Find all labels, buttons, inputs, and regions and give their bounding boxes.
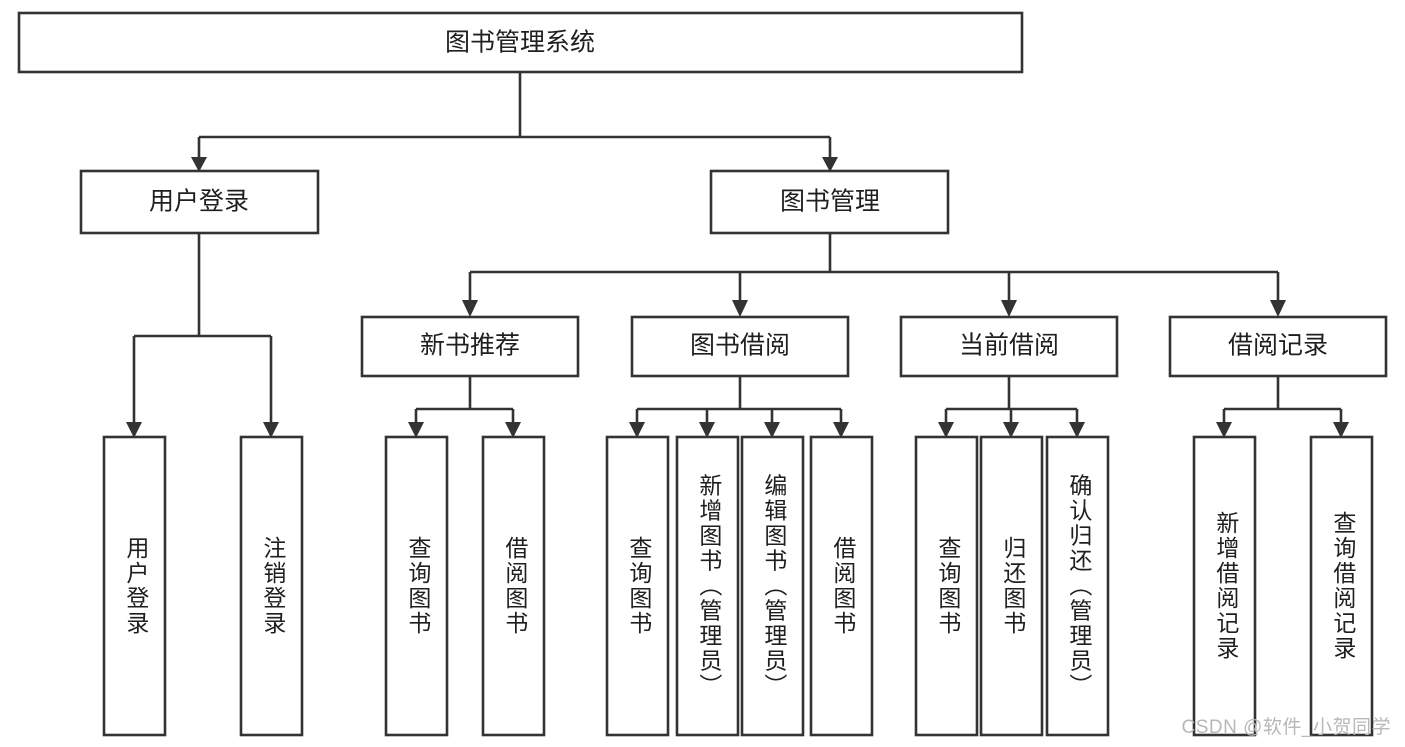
arrow-to-leaf-add-book-admin: [699, 422, 715, 438]
arrow-to-borrow-record: [1270, 300, 1286, 317]
node-leaf-return-book[interactable]: 归还图书: [979, 435, 1044, 737]
node-leaf-add-book-admin[interactable]: 新增图书（管理员）: [675, 435, 740, 737]
edge-current-borrow-bus: [944, 376, 1079, 423]
node-book-management[interactable]: 图书管理: [709, 169, 950, 235]
node-leaf-user-login-label: 用户登录: [123, 536, 150, 636]
node-book-management-label: 图书管理: [780, 188, 880, 216]
node-book-borrow-label: 图书借阅: [690, 332, 790, 360]
arrow-to-user-login: [191, 157, 207, 172]
arrow-to-leaf-query-borrow-record: [1333, 422, 1349, 438]
node-new-book-recommend-label: 新书推荐: [420, 332, 520, 360]
node-leaf-query-borrow-record-label: 查询借阅记录: [1330, 511, 1357, 661]
edge-borrow-record-bus: [1222, 376, 1343, 423]
node-root-label: 图书管理系统: [445, 29, 595, 57]
node-leaf-logout-login[interactable]: 注销登录: [239, 435, 304, 737]
node-current-borrow[interactable]: 当前借阅: [899, 315, 1119, 378]
node-leaf-query-book-2-label: 查询图书: [626, 536, 653, 636]
arrow-to-current-borrow: [1001, 300, 1017, 317]
arrow-to-leaf-confirm-return-admin: [1069, 422, 1085, 438]
node-leaf-borrow-book-1[interactable]: 借阅图书: [481, 435, 546, 737]
node-leaf-query-borrow-record[interactable]: 查询借阅记录: [1309, 435, 1374, 737]
edge-book-borrow-bus: [635, 376, 843, 423]
node-leaf-confirm-return-admin[interactable]: 确认归还（管理员）: [1045, 435, 1110, 737]
node-book-borrow[interactable]: 图书借阅: [630, 315, 850, 378]
arrow-to-leaf-edit-book-admin: [764, 422, 780, 438]
node-leaf-query-book-2[interactable]: 查询图书: [605, 435, 670, 737]
node-leaf-query-book-1-label: 查询图书: [405, 536, 432, 636]
nodes-layer: 图书管理系统 用户登录 图书管理 新书推荐 图书借阅: [17, 11, 1388, 737]
node-leaf-logout-login-label: 注销登录: [260, 536, 287, 636]
node-borrow-record-label: 借阅记录: [1228, 332, 1328, 360]
arrow-to-book-management: [822, 157, 838, 172]
arrow-to-book-borrow: [732, 300, 748, 317]
node-leaf-edit-book-admin-label: 编辑图书（管理员）: [761, 474, 788, 699]
arrow-to-leaf-add-borrow-record: [1216, 422, 1232, 438]
arrow-to-leaf-borrow-book-1: [505, 422, 521, 438]
node-user-login-label: 用户登录: [149, 188, 249, 216]
node-root[interactable]: 图书管理系统: [17, 11, 1024, 74]
arrow-to-leaf-query-book-3: [938, 422, 954, 438]
node-borrow-record[interactable]: 借阅记录: [1168, 315, 1388, 378]
node-current-borrow-label: 当前借阅: [959, 332, 1059, 360]
node-leaf-confirm-return-admin-label: 确认归还（管理员）: [1066, 474, 1093, 699]
node-leaf-edit-book-admin[interactable]: 编辑图书（管理员）: [740, 435, 805, 737]
edge-user-login-bus: [132, 233, 273, 423]
arrow-to-leaf-user-login: [126, 422, 142, 438]
node-leaf-query-book-3-label: 查询图书: [935, 536, 962, 636]
node-leaf-query-book-3[interactable]: 查询图书: [914, 435, 979, 737]
node-leaf-user-login[interactable]: 用户登录: [102, 435, 167, 737]
edge-book-management-bus: [468, 233, 1280, 302]
arrow-to-leaf-query-book-2: [629, 422, 645, 438]
node-leaf-add-book-admin-label: 新增图书（管理员）: [696, 474, 723, 699]
arrow-to-leaf-return-book: [1003, 422, 1019, 438]
node-leaf-add-borrow-record-label: 新增借阅记录: [1213, 511, 1240, 661]
node-leaf-add-borrow-record[interactable]: 新增借阅记录: [1192, 435, 1257, 737]
node-leaf-return-book-label: 归还图书: [1000, 536, 1027, 636]
node-leaf-borrow-book-2[interactable]: 借阅图书: [809, 435, 874, 737]
arrow-to-leaf-borrow-book-2: [833, 422, 849, 438]
arrow-to-new-book-recommend: [462, 300, 478, 317]
node-leaf-borrow-book-1-label: 借阅图书: [502, 536, 529, 636]
edge-new-book-recommend-bus: [414, 376, 515, 423]
node-user-login[interactable]: 用户登录: [79, 169, 320, 235]
node-leaf-borrow-book-2-label: 借阅图书: [830, 536, 857, 636]
arrow-to-leaf-logout-login: [263, 422, 279, 438]
arrow-to-leaf-query-book-1: [408, 422, 424, 438]
edge-root-bus: [197, 72, 832, 158]
node-leaf-query-book-1[interactable]: 查询图书: [384, 435, 449, 737]
node-new-book-recommend[interactable]: 新书推荐: [360, 315, 580, 378]
edges-layer: [126, 72, 1349, 438]
csdn-watermark: CSDN @软件_小贺同学: [1181, 717, 1391, 738]
